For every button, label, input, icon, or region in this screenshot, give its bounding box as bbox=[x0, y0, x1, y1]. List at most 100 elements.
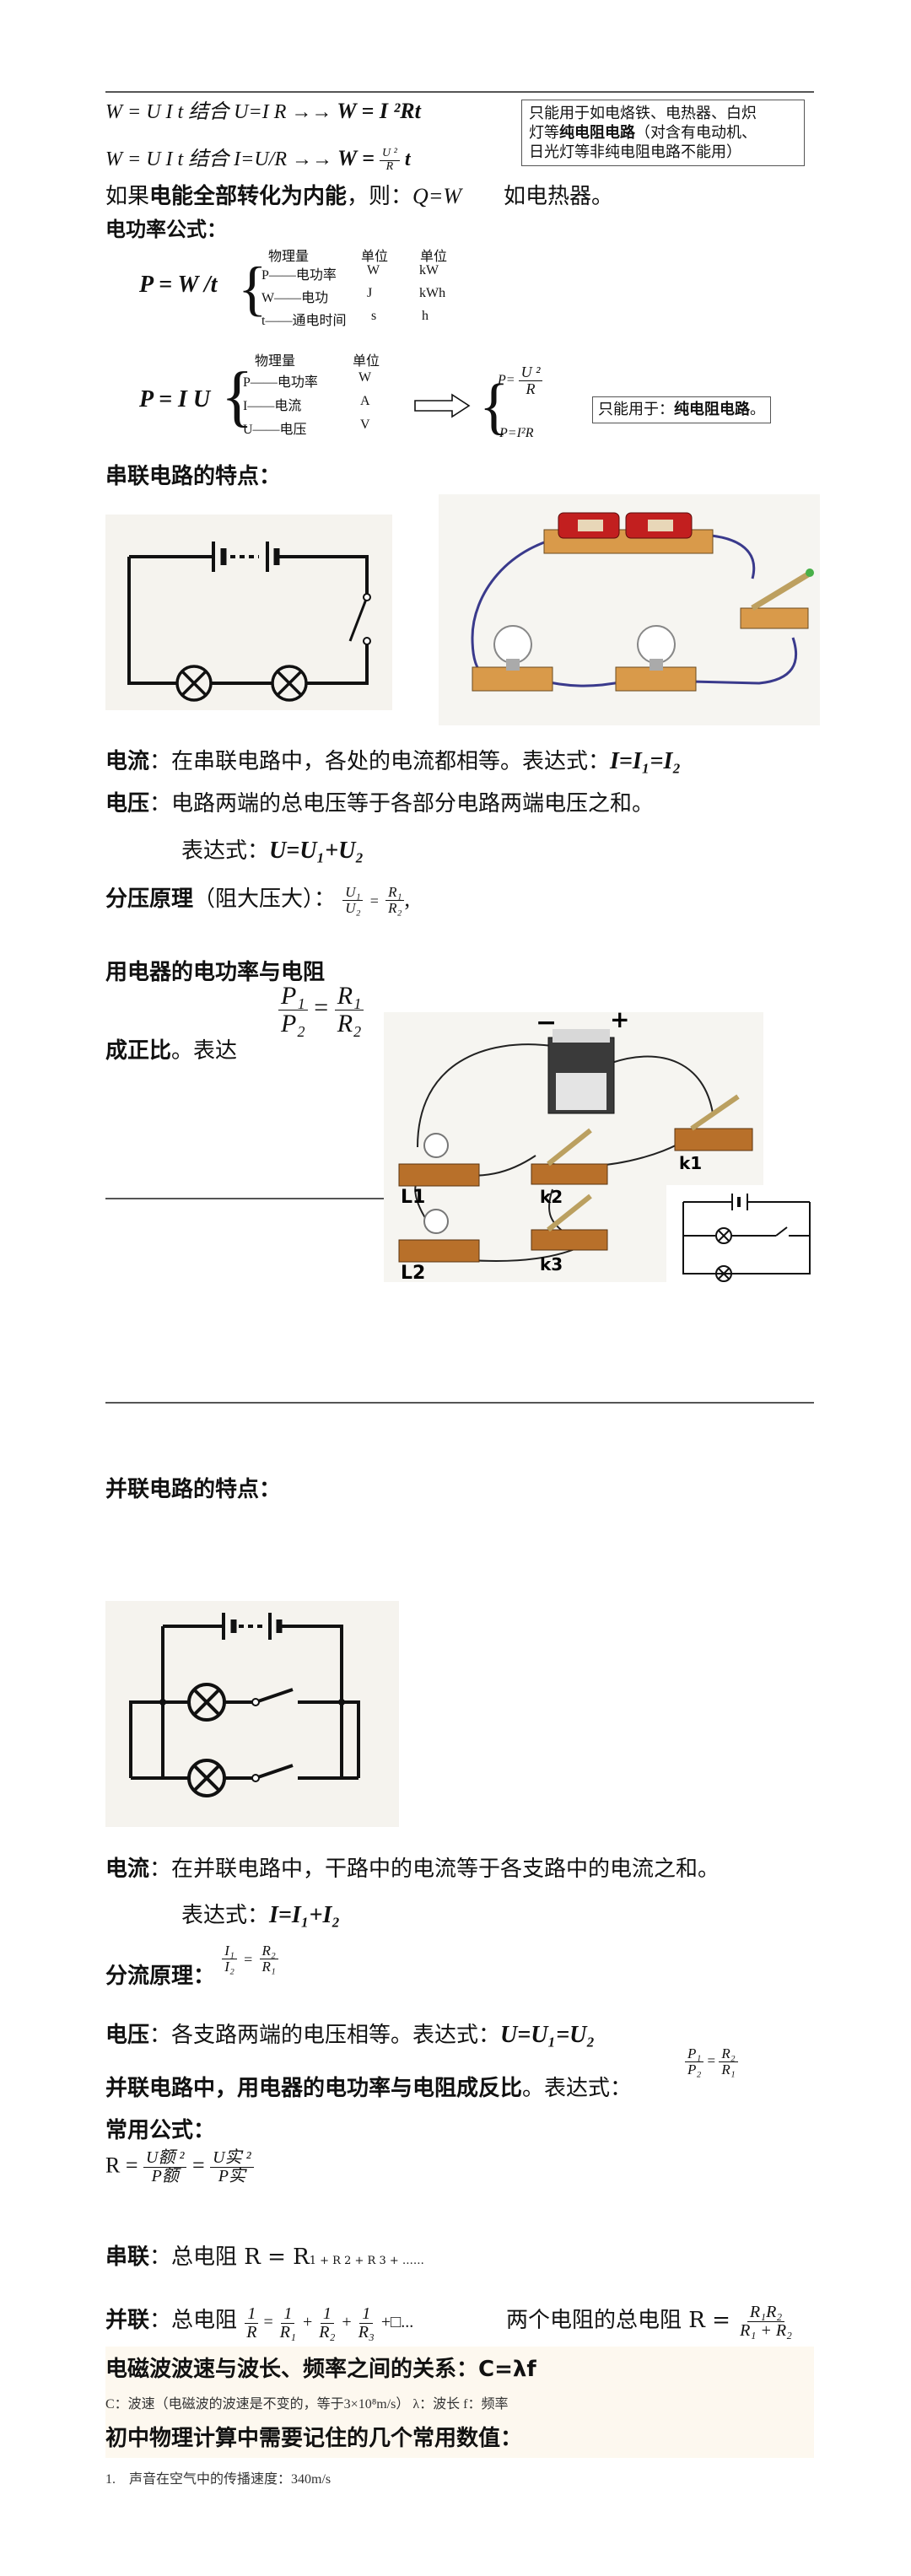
em-wave-title: 电磁波波速与波长、频率之间的关系：C=λf bbox=[105, 2357, 536, 2382]
formula-2-num: U ² bbox=[380, 148, 400, 161]
brace-piu: { bbox=[221, 359, 254, 434]
piu-note-bold: 纯电阻电路 bbox=[674, 401, 750, 418]
r-den-rated: P额 bbox=[151, 2167, 179, 2185]
series-power-line1: 用电器的电功率与电阻 bbox=[105, 960, 326, 985]
piu-col-unit: 单位 bbox=[353, 353, 380, 369]
pt-1a: 1 bbox=[281, 2304, 295, 2324]
formula-2-fraction: U ² R bbox=[380, 148, 400, 173]
section-rule bbox=[105, 1402, 814, 1404]
pt-r3: R₃ bbox=[358, 2322, 375, 2342]
pwt-col-unit2: 单位 bbox=[420, 248, 448, 264]
derived-1-num: U ² bbox=[518, 364, 543, 381]
note-line-2-bold: 纯电阻电路 bbox=[559, 123, 635, 142]
parallel-total-text: ：总电阻 bbox=[149, 2308, 238, 2333]
derived-1-den: R bbox=[526, 380, 536, 397]
series-total-text: ：总电阻 R = R bbox=[149, 2245, 310, 2270]
series-divider-u2: U₂ bbox=[345, 899, 361, 916]
pt-1c: 1 bbox=[359, 2304, 374, 2324]
pwt-row-2-qty: W——电功 bbox=[261, 291, 329, 305]
pwt-row-2-u2: kWh bbox=[419, 286, 446, 300]
series-current-label: 电流 bbox=[105, 749, 150, 774]
piu-row-2-u1: A bbox=[360, 394, 370, 408]
pt-1: 1 bbox=[245, 2304, 259, 2324]
parallel-current-line: 电流：在并联电路中，干路中的电流等于各支路中的电流之和。 bbox=[105, 1851, 720, 1883]
parallel-divider-i1: I₁ bbox=[222, 1943, 237, 1959]
battery-plus: + bbox=[610, 1012, 629, 1033]
series-divider-paren: （阻大压大）： bbox=[193, 887, 337, 912]
formula-w-i2rt: W = U I t 结合 U=I R →→ W = I ²Rt bbox=[105, 94, 421, 124]
pt-eq: = bbox=[263, 2313, 273, 2331]
series-title: 串联电路的特点： bbox=[105, 464, 282, 489]
series-divider-r1: R₁ bbox=[385, 884, 405, 901]
parallel-title: 并联电路的特点： bbox=[105, 1477, 282, 1502]
pt-r2: R₂ bbox=[319, 2322, 336, 2342]
two-res-num: R₁R₂ bbox=[747, 2303, 785, 2322]
piu-row-1-qty: P——电功率 bbox=[243, 375, 318, 390]
pwt-row-1-qty: P——电功率 bbox=[261, 268, 337, 283]
parallel-current-expr-line: 表达式：I=I₁+I₂ bbox=[181, 1898, 340, 1929]
pwt-row-1-u1: W bbox=[367, 263, 380, 278]
formula-2-t: t bbox=[404, 148, 411, 170]
parallel-current-expr-label: 表达式： bbox=[181, 1903, 270, 1928]
parallel-circuit-diagram bbox=[105, 1601, 399, 1827]
parallel-voltage-line: 电压：各支路两端的电压相等。表达式：U=U₁=U₂ bbox=[105, 2018, 595, 2049]
formula-2-left: W = U I t 结合 I=U/R →→ bbox=[105, 148, 333, 170]
parallel-power-r2: R₂ bbox=[719, 2046, 738, 2062]
derived-p-u2-r: P= U ² R bbox=[498, 364, 543, 397]
parallel-current-text: ：在并联电路中，干路中的电流等于各支路中的电流之和。 bbox=[149, 1857, 720, 1882]
piu-row-3-u1: V bbox=[360, 418, 370, 432]
formula-2-den: R bbox=[385, 159, 394, 173]
r-eq: = bbox=[191, 2153, 205, 2178]
piu-row-3-qty: U——电压 bbox=[243, 423, 307, 437]
pt-plus-1: + bbox=[302, 2313, 313, 2331]
parallel-voltage-expr: U=U₁=U₂ bbox=[500, 2022, 596, 2048]
formula-2-w: W = bbox=[337, 146, 375, 170]
series-voltage-expr-label: 表达式： bbox=[181, 838, 270, 864]
pwt-row-1-u2: kW bbox=[419, 263, 439, 278]
series-power-p1: P₁ bbox=[278, 983, 308, 1010]
r-num-rated: U额 ² bbox=[143, 2149, 187, 2168]
label-l2: L2 bbox=[401, 1263, 425, 1282]
pwt-col-unit: 单位 bbox=[361, 248, 389, 264]
power-formula-title: 电功率公式： bbox=[105, 218, 227, 241]
series-power-r2: R₂ bbox=[337, 1009, 362, 1037]
derived-1-prefix: P= bbox=[498, 373, 515, 388]
parallel-voltage-label: 电压 bbox=[105, 2023, 150, 2048]
series-total-label: 串联 bbox=[105, 2245, 150, 2270]
two-res-den: R₁ + R₂ bbox=[740, 2320, 793, 2340]
top-rule bbox=[105, 91, 814, 93]
constant-sound-speed: 1. 声音在空气中的传播速度：340m/s bbox=[105, 2472, 332, 2487]
energy-bold: 电能全部转化为内能 bbox=[149, 184, 348, 209]
series-power-line2: 成正比。表达 bbox=[105, 1033, 237, 1064]
energy-eq: Q=W bbox=[412, 184, 462, 208]
label-l1: L1 bbox=[401, 1187, 425, 1208]
series-power-p2: P₂ bbox=[281, 1009, 305, 1037]
parallel-current-label: 电流 bbox=[105, 1857, 150, 1882]
piu-row-1-u1: W bbox=[358, 370, 372, 385]
pwt-row-3-u2: h bbox=[422, 309, 429, 323]
brace-derived: { bbox=[479, 372, 509, 441]
energy-mid: ，则： bbox=[347, 184, 413, 209]
switch-contact bbox=[363, 593, 371, 601]
series-divider-label: 分压原理 bbox=[105, 887, 194, 912]
series-power-suffix: 。表达 bbox=[171, 1038, 238, 1064]
label-k1: k1 bbox=[679, 1153, 702, 1173]
series-power-r1: R₁ bbox=[334, 983, 364, 1010]
pwt-row-2-u1: J bbox=[367, 286, 373, 300]
formula-w-u2-r-t: W = U I t 结合 I=U/R →→ W = U ² R t bbox=[105, 142, 410, 174]
label-k3: k3 bbox=[540, 1254, 563, 1275]
r-den-actual: P实 bbox=[218, 2167, 245, 2185]
